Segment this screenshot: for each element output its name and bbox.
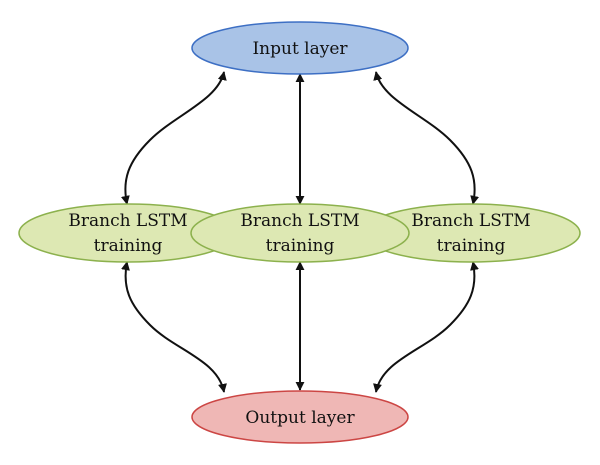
branch-node-right: Branch LSTM training bbox=[361, 203, 581, 263]
edge-input-branch-left bbox=[120, 71, 227, 205]
input-layer-node: Input layer bbox=[191, 21, 409, 75]
edge-input-branch-right bbox=[373, 71, 480, 205]
output-layer-label: Output layer bbox=[245, 408, 355, 428]
branch-label-center-line2: training bbox=[266, 236, 335, 256]
branch-node-center: Branch LSTM training bbox=[190, 203, 410, 263]
branch-shape-center bbox=[190, 203, 410, 263]
output-layer-node: Output layer bbox=[191, 390, 409, 444]
edges bbox=[120, 71, 480, 393]
input-layer-label: Input layer bbox=[252, 39, 348, 59]
branch-label-center-line1: Branch LSTM bbox=[240, 211, 359, 231]
branch-label-right-line2: training bbox=[437, 236, 506, 256]
branch-label-left-line1: Branch LSTM bbox=[68, 211, 187, 231]
branch-label-right-line1: Branch LSTM bbox=[411, 211, 530, 231]
output-layer-shape bbox=[191, 390, 409, 444]
branch-label-left-line2: training bbox=[94, 236, 163, 256]
edge-branch-left-output bbox=[121, 261, 227, 393]
edge-branch-right-output bbox=[373, 261, 479, 393]
input-layer-shape bbox=[191, 21, 409, 75]
